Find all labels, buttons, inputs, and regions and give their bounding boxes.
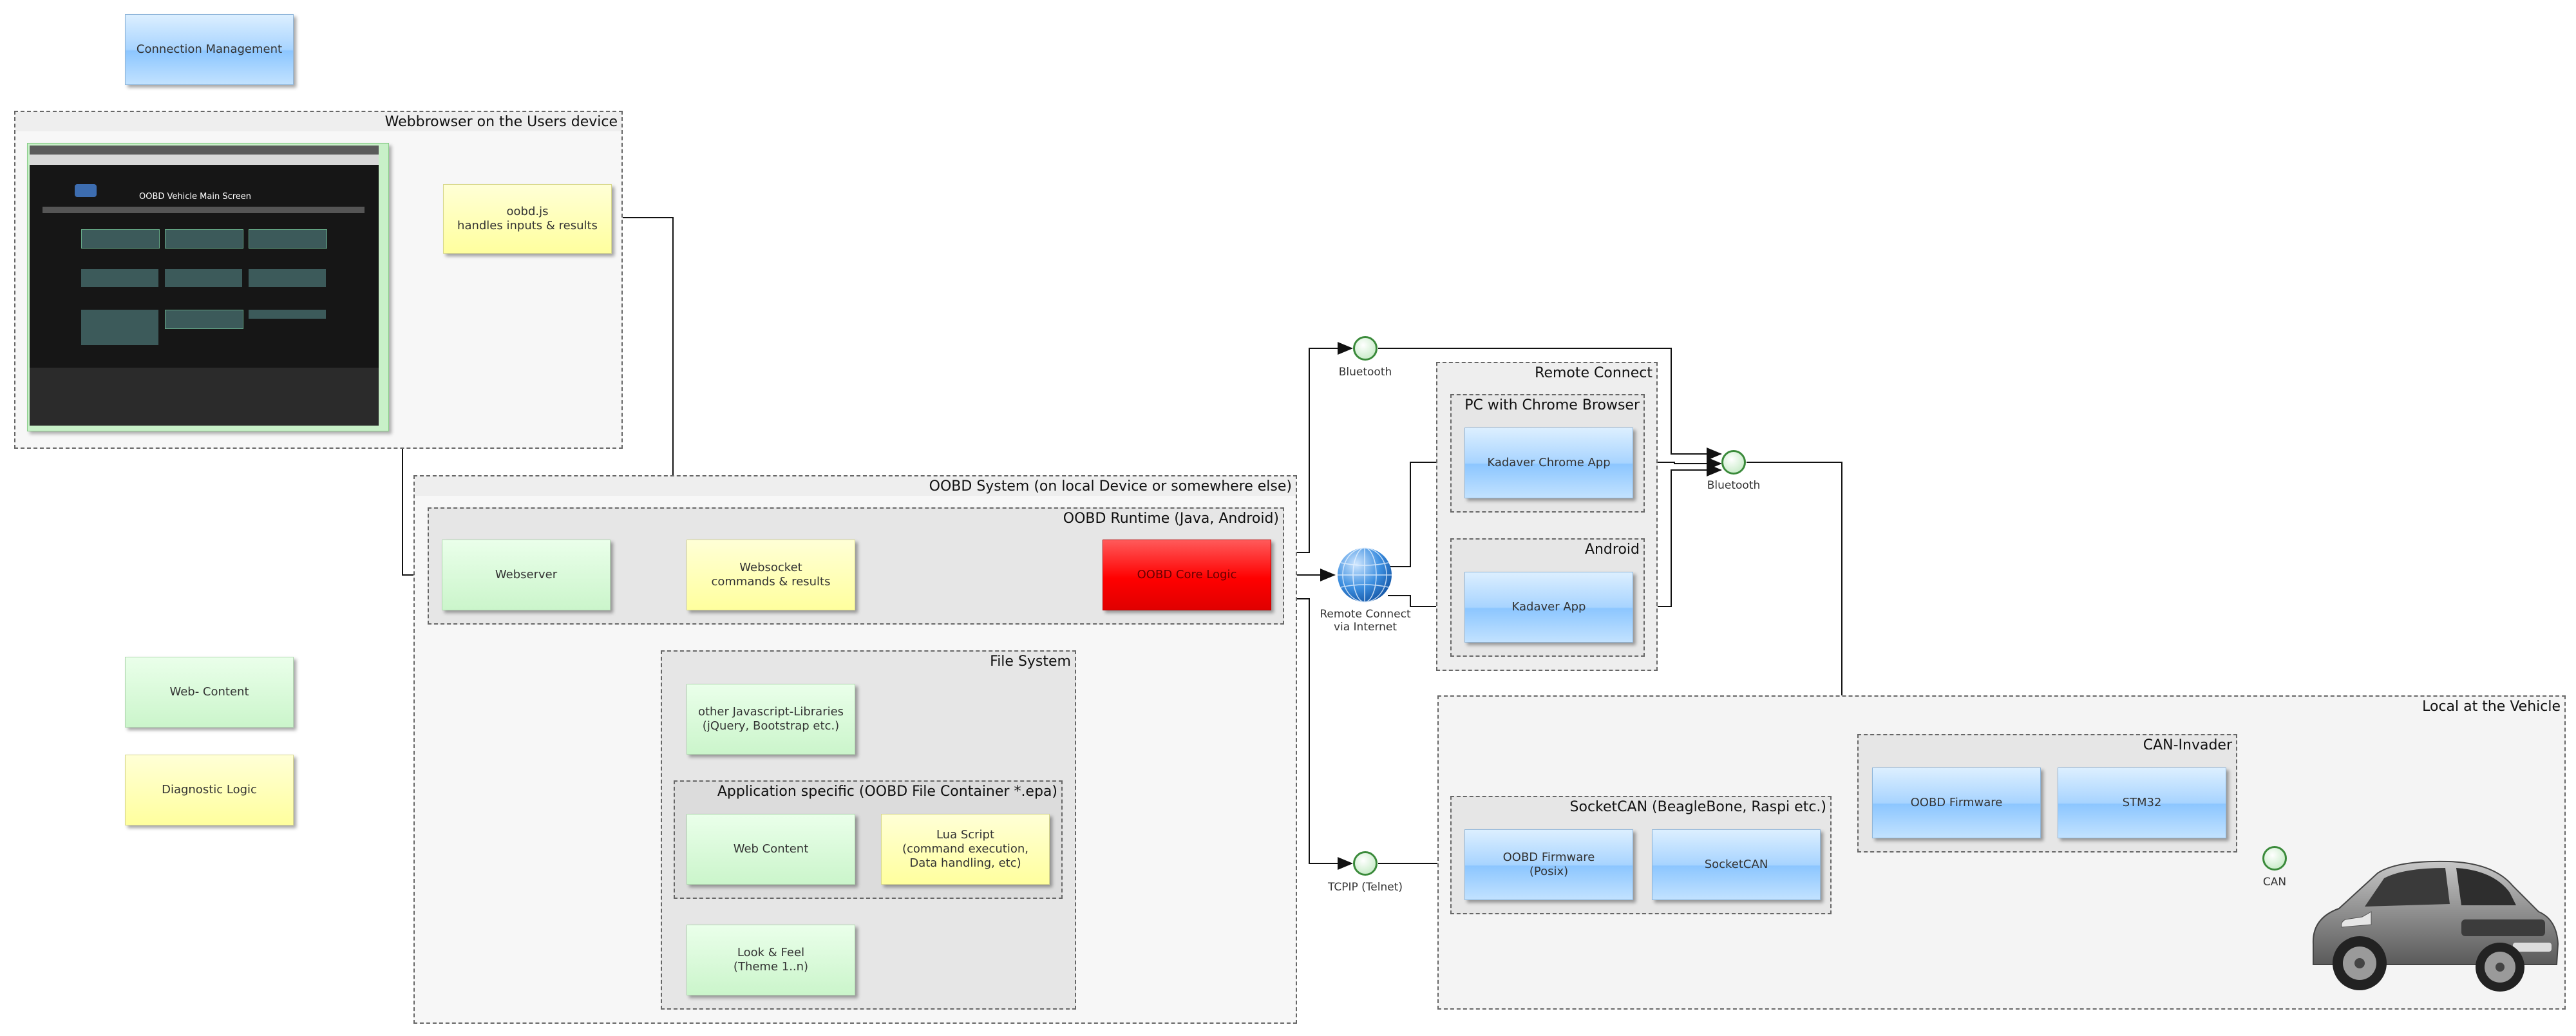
oobd-runtime-title: OOBD Runtime (Java, Android) (1063, 511, 1279, 527)
bluetooth-right-label: Bluetooth (1707, 479, 1761, 492)
browser-screenshot: OOBD Vehicle Main Screen (27, 143, 389, 431)
stm32-box: STM32 (2058, 768, 2226, 838)
legend-diagnostic-logic: Diagnostic Logic (125, 755, 294, 825)
browser-logo-icon (75, 184, 97, 197)
websocket-box: Websocket commands & results (687, 540, 855, 610)
file-system-title: File System (990, 654, 1071, 670)
bluetooth-port-top (1353, 336, 1378, 361)
remote-connect-internet-label: Remote Connect via Internet (1320, 608, 1411, 634)
web-content-box: Web Content (687, 814, 855, 885)
android-title: Android (1584, 542, 1640, 558)
tcpip-port (1353, 851, 1378, 876)
oobd-firmware-box: OOBD Firmware (1872, 768, 2041, 838)
oobd-firmware-posix-box: OOBD Firmware (Posix) (1464, 829, 1633, 900)
oobd-system-title: OOBD System (on local Device or somewher… (929, 478, 1292, 494)
browser-chrome-bar (30, 146, 379, 155)
screenshot-tile (249, 229, 327, 249)
legend-connection-management: Connection Management (125, 14, 294, 85)
bluetooth-port-right (1721, 450, 1746, 475)
legend-web-content: Web- Content (125, 657, 294, 728)
can-label: CAN (2262, 876, 2287, 889)
globe-icon (1338, 547, 1392, 603)
screenshot-tile (165, 229, 243, 249)
screenshot-tile (165, 310, 243, 329)
screenshot-tile (249, 310, 326, 319)
bluetooth-top-label: Bluetooth (1338, 366, 1392, 379)
wire-bt-bt (1378, 348, 1722, 460)
oobdjs-box: oobd.js handles inputs & results (443, 184, 612, 254)
oobd-core-logic-box: OOBD Core Logic (1103, 540, 1271, 610)
look-and-feel-box: Look & Feel (Theme 1..n) (687, 925, 855, 995)
socketcan-group-title: SocketCAN (BeagleBone, Raspi etc.) (1569, 799, 1826, 815)
can-port (2262, 846, 2287, 871)
screenshot-tile (249, 269, 326, 287)
webbrowser-group-title: Webbrowser on the Users device (384, 114, 618, 130)
kadaver-chrome-app-box: Kadaver Chrome App (1464, 428, 1633, 498)
screenshot-tile (81, 269, 158, 287)
webserver-box: Webserver (442, 540, 611, 610)
socketcan-box: SocketCAN (1652, 829, 1821, 900)
tcpip-label: TCPIP (Telnet) (1327, 881, 1403, 894)
car-icon (2312, 860, 2559, 992)
pc-chrome-title: PC with Chrome Browser (1464, 397, 1640, 413)
screenshot-tile (165, 269, 242, 287)
kadaver-app-box: Kadaver App (1464, 572, 1633, 643)
screenshot-tile (81, 229, 160, 249)
lua-script-box: Lua Script (command execution, Data hand… (881, 814, 1050, 885)
application-specific-title: Application specific (OOBD File Containe… (717, 784, 1057, 800)
remote-connect-title: Remote Connect (1535, 365, 1653, 381)
browser-address-bar (30, 155, 379, 165)
screenshot-heading: OOBD Vehicle Main Screen (139, 192, 252, 202)
can-invader-title: CAN-Invader (2143, 737, 2232, 753)
local-vehicle-title: Local at the Vehicle (2422, 699, 2561, 715)
javascript-libraries-box: other Javascript-Libraries (jQuery, Boot… (687, 684, 855, 755)
screenshot-tile (81, 310, 158, 345)
